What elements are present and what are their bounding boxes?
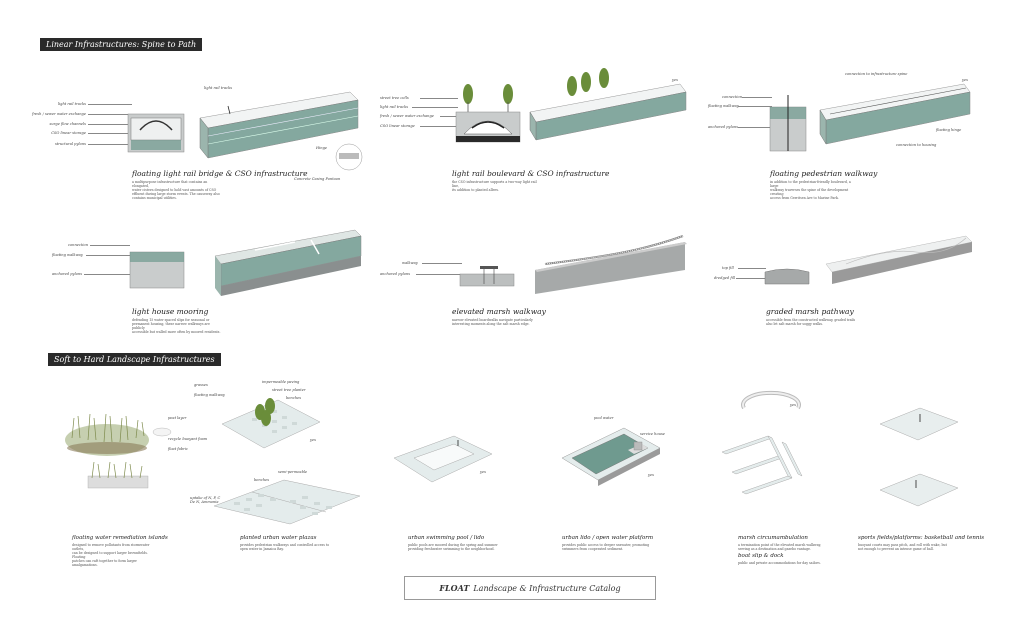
islands-drawing-bottom	[87, 461, 149, 489]
pedestrian-yes-label: yes	[962, 78, 969, 82]
rail-bridge-axo-drawing	[199, 91, 359, 159]
boulevard-label-4: CSO linear storage	[380, 124, 415, 128]
catalog-title-box: FLOAT Landscape & Infrastructure Catalog	[404, 576, 656, 600]
marsh-walk-section-drawing	[459, 266, 515, 287]
pool-drawing	[393, 435, 493, 483]
marsh-walk-axo-drawing	[535, 235, 687, 294]
boat-title: boat slip & dock	[738, 553, 784, 559]
plazas-drawing-top	[221, 398, 321, 449]
pedestrian-desc: in addition to the pedestrian-friendly b…	[770, 180, 851, 200]
pedestrian-housing-label: connection to housing	[896, 143, 937, 147]
mooring-label-2: floating walkway	[52, 253, 83, 257]
plazas-label-3: benches	[286, 396, 302, 400]
marsh-path-title: graded marsh pathway	[766, 307, 854, 316]
islands-label-3: float fabric	[168, 447, 188, 451]
pool-desc: public pools are moored during the sprin…	[408, 543, 498, 551]
rail-bridge-label-1: light rail tracks	[57, 102, 86, 106]
marsh-walk-label-2: anchored pylons	[380, 272, 411, 276]
marsh-walk-title: elevated marsh walkway	[452, 307, 546, 316]
sports-desc: buoyant courts may pass pitch, and roll …	[858, 543, 947, 551]
marsh-path-axo-drawing	[825, 235, 973, 284]
islands-foam-disc	[152, 427, 172, 437]
boulevard-label-1: street tree cells	[380, 96, 409, 100]
sports-drawing-bottom	[879, 473, 959, 507]
boulevard-title: light rail boulevard & CSO infrastructur…	[452, 169, 610, 178]
lido-label-1: pool water	[594, 416, 614, 420]
boulevard-desc: the CSO infrastructure supports a two-wa…	[452, 180, 537, 192]
boulevard-label-2: light rail tracks	[380, 105, 409, 109]
plazas-yes-top: yes	[310, 438, 317, 442]
islands-label-2: recycle buoyant foam	[168, 437, 208, 441]
mooring-axo-drawing	[214, 229, 362, 296]
circum-desc: a termination point of the elevated mars…	[738, 543, 822, 551]
lido-drawing	[561, 427, 661, 486]
rail-bridge-hinge-detail	[335, 143, 363, 171]
islands-label-1: peat layer	[168, 416, 187, 420]
pedestrian-label-2: floating walkway	[708, 104, 739, 108]
pedestrian-hinge-label: floating hinge	[936, 128, 962, 132]
pedestrian-section-drawing	[769, 95, 807, 152]
boulevard-yes-label: yes	[672, 78, 679, 82]
boat-desc: public and private accommodations for da…	[738, 561, 821, 565]
sports-title: sports fields/platforms: basketball and …	[858, 535, 985, 541]
pedestrian-label-3: anchored pylons	[708, 125, 739, 129]
islands-drawing-top	[65, 413, 149, 456]
plazas-desc: provides pedestrian walkways and control…	[240, 543, 330, 551]
sports-drawing-top	[879, 407, 959, 441]
pool-yes-label: yes	[480, 470, 487, 474]
islands-title: floating water remediation islands	[72, 535, 168, 541]
catalog-brand: FLOAT	[439, 583, 470, 593]
circum-yes-label: yes	[790, 403, 797, 407]
rail-bridge-desc: a multipurpose infrastructure that conta…	[132, 180, 220, 200]
marsh-path-label-1: top fill	[722, 266, 734, 270]
mooring-title: light house mooring	[132, 307, 209, 316]
marsh-path-label-2: dredged fill	[714, 276, 736, 280]
mooring-section-drawing	[129, 251, 185, 289]
plazas-drawing-bottom	[213, 479, 361, 525]
rail-bridge-label-top: light rail tracks	[204, 86, 233, 90]
section-banner-linear: Linear Infrastructures: Spine to Path	[40, 38, 203, 51]
catalog-subtitle: Landscape & Infrastructure Catalog	[473, 583, 621, 593]
pedestrian-label-1: connection	[722, 95, 743, 99]
plazas-title: planted urban water plazas	[240, 535, 317, 541]
marsh-walk-desc: narrow elevated boardwalks navigate part…	[452, 318, 533, 326]
pool-title: urban swimming pool / lido	[408, 535, 485, 541]
plazas-label-4: semi-permeable	[278, 470, 308, 474]
marsh-path-section-drawing	[764, 268, 810, 285]
islands-desc: designed to remove pollutants from storm…	[72, 543, 150, 567]
mooring-label-1: connection	[68, 243, 89, 247]
rail-bridge-pontoon-label: Concrete Casing Pontoon	[294, 177, 341, 181]
pedestrian-axo-drawing	[819, 83, 971, 145]
rail-bridge-label-3: surge flow channels	[49, 122, 86, 126]
boulevard-section-drawing	[455, 84, 521, 143]
circum-title: marsh circumambulation	[738, 535, 808, 541]
plazas-label-2: street tree planter	[272, 388, 306, 392]
rail-bridge-label-4: CSO linear storage	[51, 131, 86, 135]
marsh-walk-label-1: walkway	[402, 261, 418, 265]
plazas-label-5: benches	[254, 478, 270, 482]
rail-bridge-title: floating light rail bridge & CSO infrast…	[132, 169, 308, 178]
pedestrian-title: floating pedestrian walkway	[770, 169, 878, 178]
lido-yes-label: yes	[648, 473, 655, 477]
circum-ring-drawing	[741, 390, 801, 410]
rail-bridge-hinge-label: Hinge	[316, 146, 328, 150]
boulevard-axo-drawing	[529, 68, 687, 141]
islands-uptake-label: uptake of N, P, C De N, Ammonia	[190, 496, 221, 504]
boulevard-label-3: fresh / sewer water exchange	[380, 114, 434, 118]
lido-label-2: service house	[640, 432, 665, 436]
mooring-desc: defending 15 water spaced slips for seas…	[132, 318, 221, 334]
marsh-path-desc: accessible from the constructed walkway,…	[766, 318, 856, 326]
rail-bridge-label-2: fresh / sewer water exchange	[32, 112, 86, 116]
rail-bridge-label-5: structural pylons	[54, 142, 86, 146]
lido-title: urban lido / open water platform	[562, 535, 654, 541]
rail-bridge-section-drawing	[127, 113, 185, 153]
pedestrian-spine-label: connection to infrastructure spine	[845, 72, 908, 76]
lido-desc: provides public access to deeper seawate…	[562, 543, 650, 551]
plazas-label-1: impermeable paving	[262, 380, 300, 384]
islands-top-label-1: grasses	[194, 383, 208, 387]
section-banner-soft: Soft to Hard Landscape Infrastructures	[48, 353, 221, 366]
islands-top-label-2: floating walkway	[194, 393, 225, 397]
mooring-label-3: anchored pylons	[52, 272, 83, 276]
boat-dock-drawing	[721, 435, 803, 495]
